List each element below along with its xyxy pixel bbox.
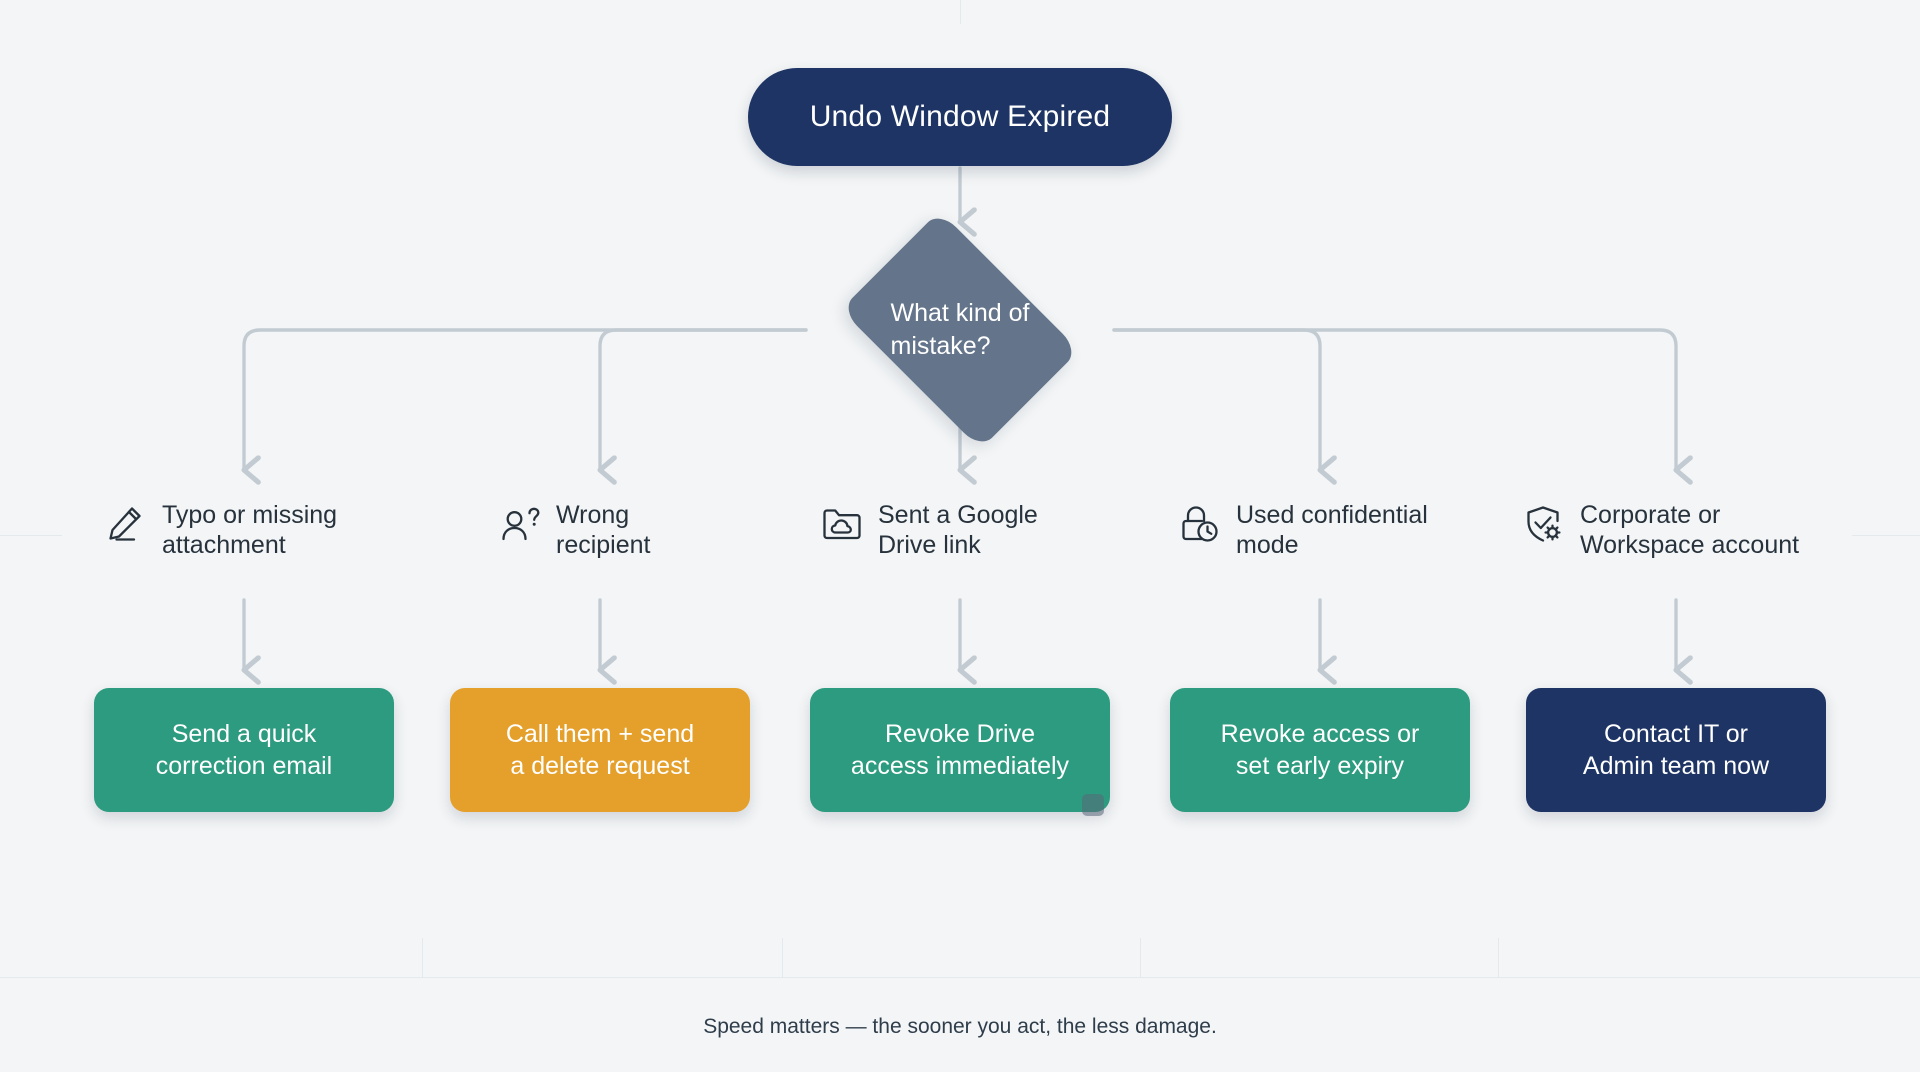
branch-label-1: Typo or missing attachment <box>162 501 338 559</box>
outcome-box-2[interactable]: Call them + send a delete request <box>450 688 750 812</box>
branch-item-4[interactable]: Used confidential mode <box>1178 500 1478 560</box>
footer-note: Speed matters — the sooner you act, the … <box>703 1015 1217 1038</box>
person-question-icon <box>498 502 542 546</box>
branch-item-1[interactable]: Typo or missing attachment <box>104 500 404 560</box>
shield-check-gear-icon <box>1522 502 1566 546</box>
branch-item-3[interactable]: Sent a Google Drive link <box>820 500 1120 560</box>
branch-label-3: Sent a Google Drive link <box>878 501 1038 559</box>
decision-node-label: What kind of mistake? <box>890 298 1030 361</box>
outcome-box-1[interactable]: Send a quick correction email <box>94 688 394 812</box>
folder-cloud-icon <box>820 502 864 546</box>
branch-item-2[interactable]: Wrong recipient <box>498 500 758 560</box>
outcome-box-3[interactable]: Revoke Drive access immediately <box>810 688 1110 812</box>
pencil-icon <box>104 502 148 546</box>
branch-label-4: Used confidential mode <box>1236 501 1428 559</box>
decision-node[interactable]: What kind of mistake? <box>806 210 1114 450</box>
branch-label-5: Corporate or Workspace account <box>1580 501 1800 559</box>
branch-item-5[interactable]: Corporate or Workspace account <box>1522 500 1862 560</box>
start-node[interactable]: Undo Window Expired <box>748 68 1172 166</box>
watermark-mark <box>1082 794 1104 816</box>
outcome-box-5[interactable]: Contact IT or Admin team now <box>1526 688 1826 812</box>
branch-label-2: Wrong recipient <box>556 501 651 559</box>
outcome-box-4[interactable]: Revoke access or set early expiry <box>1170 688 1470 812</box>
lock-clock-icon <box>1178 502 1222 546</box>
